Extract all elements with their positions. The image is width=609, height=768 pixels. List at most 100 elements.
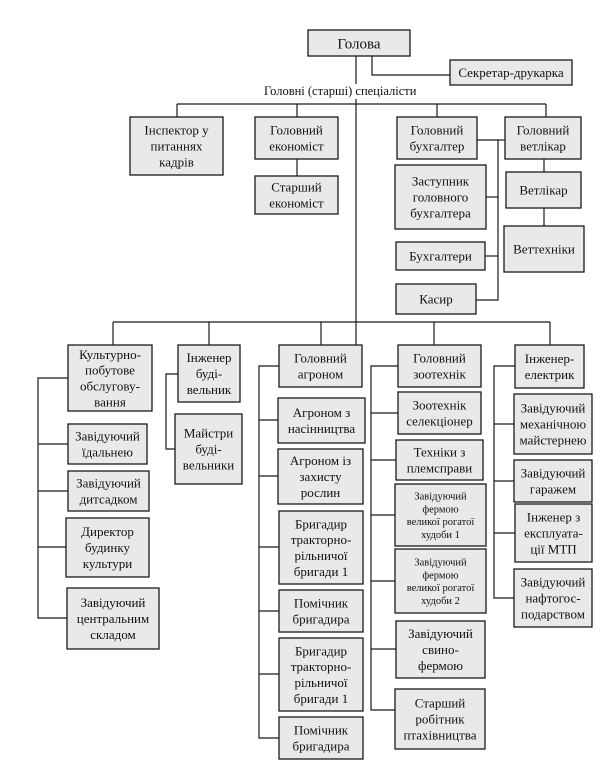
org-box-frame <box>394 483 487 547</box>
org-box-label: Голова <box>337 36 381 52</box>
org-box-label: Ветлікар <box>519 183 567 198</box>
section-heading: Головні (старші) спеціалісти <box>262 84 419 99</box>
connector-line <box>371 56 450 76</box>
org-box-frame <box>278 589 364 633</box>
org-box-label: Інженер-електрик <box>525 351 575 382</box>
org-box-cashier: Касир <box>395 283 477 315</box>
org-box-frame <box>129 116 224 176</box>
org-box-frame <box>254 175 339 215</box>
org-box-frame <box>513 459 593 503</box>
org-box-frame <box>277 448 364 505</box>
org-box-frame <box>397 391 482 435</box>
org-box-frame <box>66 587 160 650</box>
org-box-label: Бухгалтери <box>409 249 472 264</box>
org-box-frame <box>503 225 585 273</box>
org-box-frame <box>395 241 486 271</box>
org-box-frame <box>278 716 364 760</box>
connector-line <box>37 377 68 619</box>
org-box-frame <box>278 344 363 388</box>
org-box-frame <box>514 503 593 563</box>
org-box-frame <box>277 397 366 444</box>
org-box-label: Веттехніки <box>513 242 575 257</box>
org-box-head: Голова <box>307 29 411 57</box>
org-box-frame <box>307 29 411 57</box>
connector-line <box>493 365 515 599</box>
org-box-electrical: Інженер-електрик <box>514 344 585 389</box>
org-box-label: Секретар-друкарка <box>458 65 564 80</box>
org-box-secretary: Секретар-друкарка <box>449 59 573 86</box>
org-box-frame <box>513 393 593 455</box>
org-box-frame <box>395 283 477 315</box>
org-box-frame <box>394 164 487 230</box>
org-box-frame <box>505 171 582 209</box>
org-box-frame <box>278 510 364 585</box>
connector-line <box>476 139 499 301</box>
org-box-frame <box>396 116 478 160</box>
connector-line <box>370 365 398 711</box>
org-box-frame <box>513 568 593 628</box>
org-box-frame <box>67 423 148 465</box>
org-box-vet-techs: Веттехніки <box>503 225 585 273</box>
org-box-frame <box>177 344 241 403</box>
org-box-frame <box>254 116 339 160</box>
org-box-frame <box>394 548 487 614</box>
connector-line <box>165 373 178 450</box>
connector-line <box>258 365 279 739</box>
org-box-frame <box>395 620 486 679</box>
org-box-frame <box>67 344 153 412</box>
org-box-frame <box>504 116 582 160</box>
org-box-frame <box>394 688 486 750</box>
org-box-frame <box>65 517 150 578</box>
